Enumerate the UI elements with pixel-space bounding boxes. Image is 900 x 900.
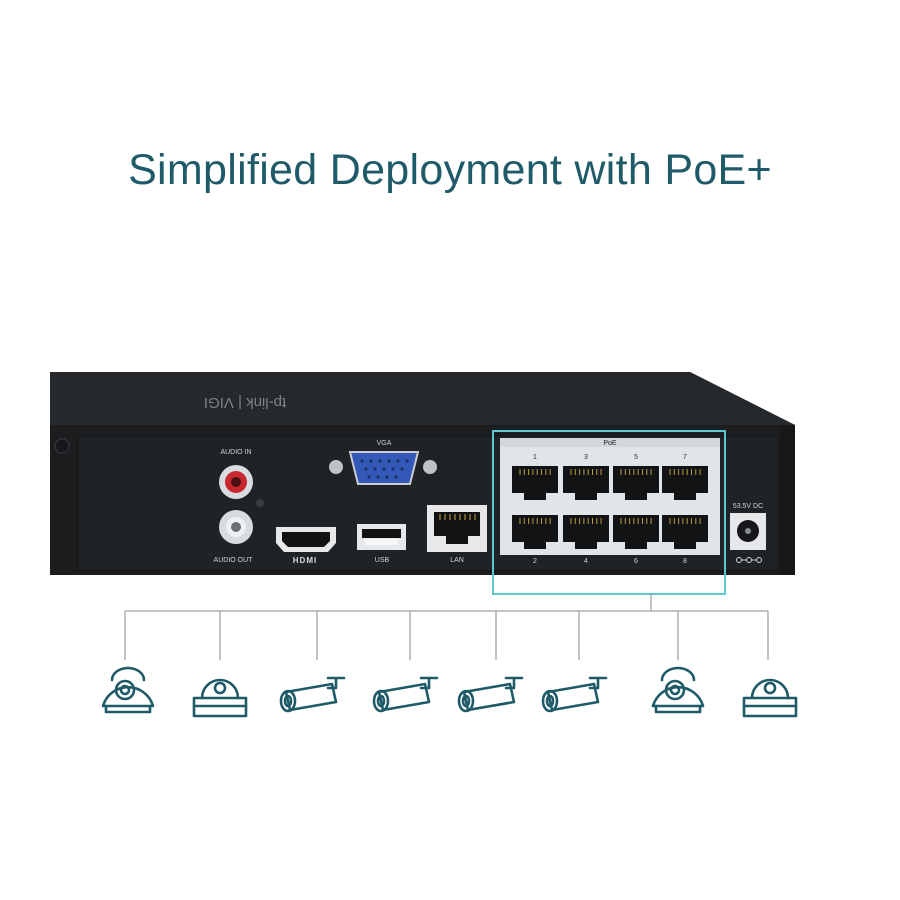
rj45-port-icon [613, 515, 659, 549]
poe-highlight-box [492, 430, 726, 595]
poe-port-number: 7 [683, 454, 687, 461]
poe-port-number: 1 [533, 454, 537, 461]
poe-port-number: 3 [584, 454, 588, 461]
svg-text:tp-link | VIGI: tp-link | VIGI [204, 394, 286, 411]
vga-label: VGA [377, 440, 392, 447]
dc-power-port [730, 513, 766, 550]
rj45-port-icon [662, 515, 708, 549]
usb-port [357, 524, 406, 550]
rj45-port-icon [512, 515, 558, 549]
turret-camera-icon [742, 678, 798, 718]
screw-icon [256, 499, 264, 507]
vga-port [329, 451, 437, 485]
page-title: Simplified Deployment with PoE+ [128, 146, 772, 194]
poe-port-number: 6 [634, 558, 638, 565]
dome-camera-icon [651, 666, 705, 714]
audio-out-port [219, 510, 253, 544]
dome-camera-icon [101, 666, 155, 714]
bullet-camera-icon [541, 676, 608, 713]
audio-in-port [219, 465, 253, 499]
rj45-port-icon [563, 466, 609, 500]
poe-label: PoE [603, 440, 617, 447]
hdmi-port [276, 527, 336, 552]
poe-port-numbers: 1 3 5 7 2 4 6 8 [533, 454, 687, 565]
screw-icon [54, 438, 70, 454]
usb-label: USB [375, 557, 390, 564]
poe-port-number: 4 [584, 558, 588, 565]
turret-camera-icon [192, 678, 248, 718]
bullet-camera-icon [372, 676, 439, 713]
audio-in-label: AUDIO IN [220, 449, 251, 456]
poe-port-number: 8 [683, 558, 687, 565]
hdmi-label: HDMI [293, 556, 317, 565]
dc-label: 53.5V DC [733, 503, 763, 510]
bullet-camera-icon [279, 676, 346, 713]
lan-label: LAN [450, 557, 464, 564]
brand-logo: tp-link | VIGI [204, 394, 286, 411]
poe-port-number: 2 [533, 558, 537, 565]
rj45-port-icon [512, 466, 558, 500]
poe-ports [512, 466, 708, 549]
nvr-device: tp-link | VIGI AUDIO IN AUDIO OUT VGA [50, 372, 795, 595]
camera-row [101, 666, 798, 718]
polarity-icon [736, 557, 762, 563]
poe-port-number: 5 [634, 454, 638, 461]
lan-port [427, 505, 487, 552]
rj45-port-icon [563, 515, 609, 549]
bullet-camera-icon [457, 676, 524, 713]
rj45-port-icon [662, 466, 708, 500]
connection-lines [124, 594, 769, 660]
rj45-port-icon [613, 466, 659, 500]
audio-out-label: AUDIO OUT [214, 557, 254, 564]
